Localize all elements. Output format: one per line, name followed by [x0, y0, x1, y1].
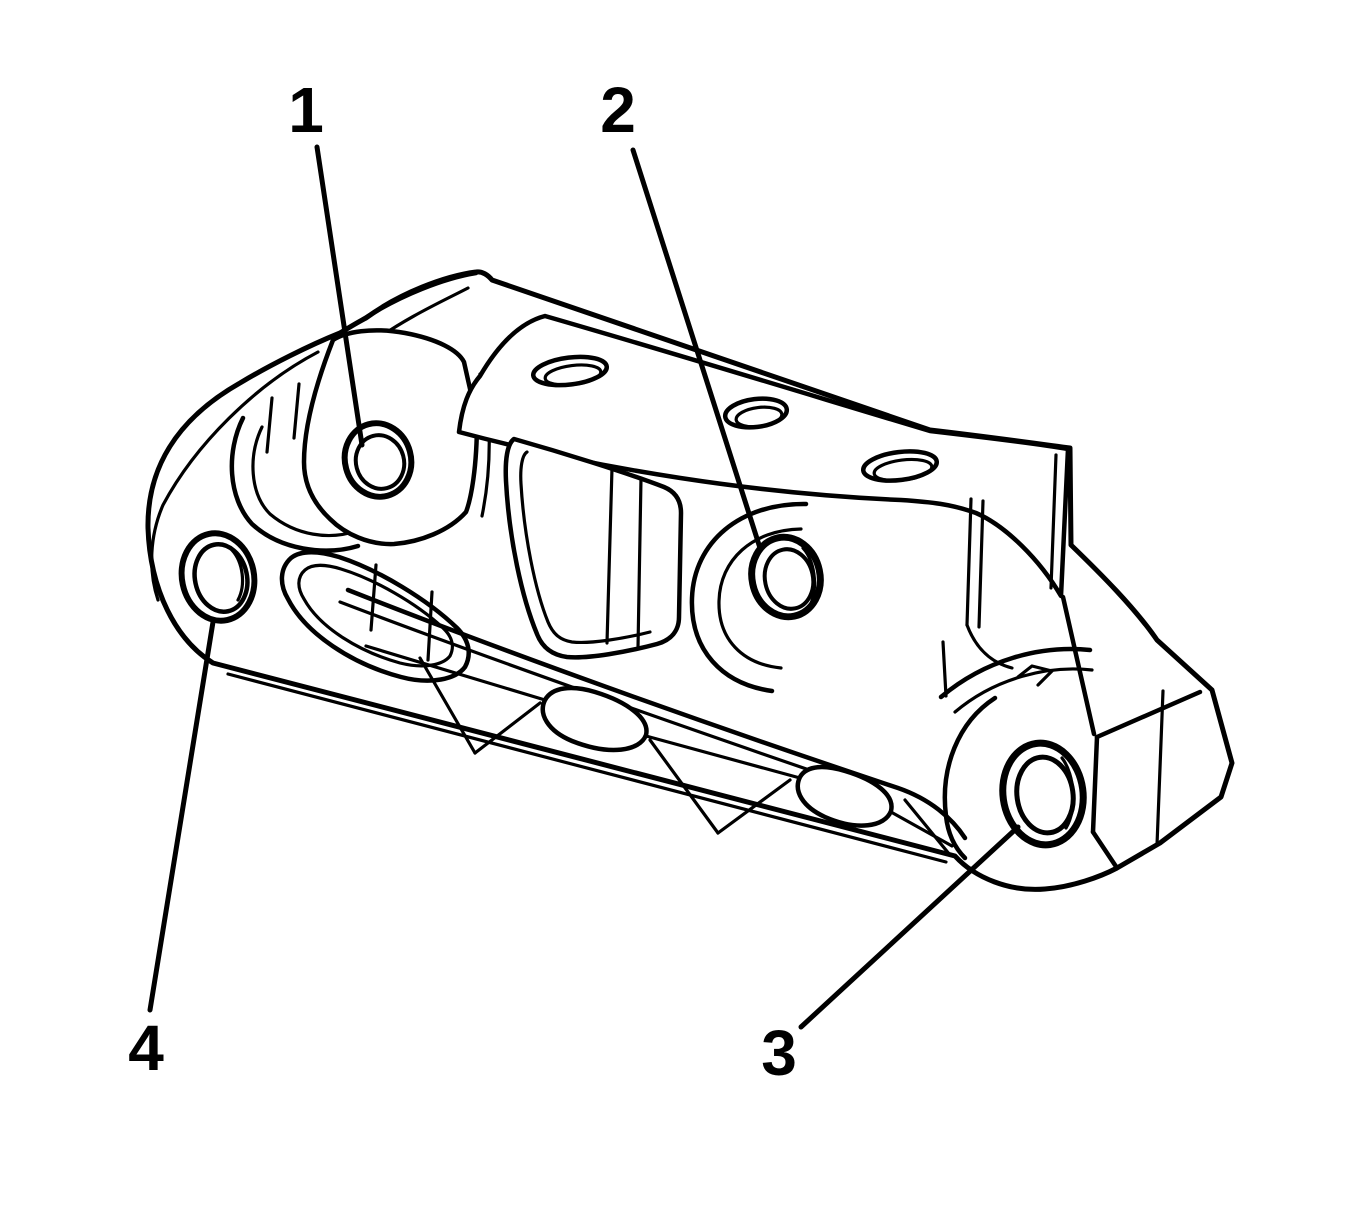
callout-label-3: 3	[761, 1017, 797, 1089]
slot-divider-a	[369, 563, 378, 632]
hex-face-top-edge	[1094, 689, 1203, 740]
center-window-outer	[503, 436, 684, 660]
saddle-tab-detail	[1016, 664, 1054, 687]
flange-edge-a	[965, 497, 973, 627]
truss-strut-a	[364, 644, 547, 702]
lower-slot-inner	[297, 563, 454, 668]
bottom-edge-inner	[226, 672, 948, 864]
truss-diag-c1	[903, 798, 952, 857]
saddle-arc-outer	[938, 646, 1093, 700]
callout-label-4: 4	[128, 1012, 164, 1084]
window-wall-b	[636, 476, 643, 650]
plate-to-hex-edge	[1060, 594, 1097, 737]
left-rib-b	[292, 382, 301, 440]
left-pocket-inner	[251, 425, 358, 538]
slot-divider-b	[426, 590, 434, 662]
left-rib-a	[265, 396, 274, 454]
center-window-inner	[519, 450, 652, 645]
truss-strut-b	[644, 734, 802, 780]
hex-face-divider	[1155, 689, 1165, 847]
callout-leader-3	[798, 824, 1021, 1030]
plate-hole-a-inner	[543, 363, 603, 387]
saddle-edge	[941, 640, 948, 698]
callout-leader-2	[630, 147, 763, 551]
callout-leader-1	[314, 144, 365, 448]
hole-1-inner	[353, 433, 407, 491]
hole-3-bore-arc	[1060, 756, 1075, 830]
hex-face-front-edge	[1090, 734, 1100, 835]
callout-leader-4	[147, 619, 216, 1013]
hex-face-bottom-edge	[1090, 829, 1120, 871]
truss-diag-a2	[473, 701, 542, 755]
truss-strut-c	[889, 810, 954, 848]
hole-4-bore-arc	[230, 548, 245, 602]
callout-label-1: 1	[288, 74, 324, 146]
flange-fold	[965, 623, 1014, 670]
plate-right-edge-inner	[1049, 453, 1058, 590]
window-wall-a	[605, 466, 614, 645]
recess-arc-inner	[717, 527, 803, 670]
plate-hole-c-inner	[872, 457, 934, 483]
truss-diag-b1	[648, 738, 720, 835]
left-pocket-outer	[229, 415, 361, 553]
hole-2-bore-arc	[801, 546, 817, 613]
mount-plate	[456, 313, 1071, 599]
truss-diag-a1	[418, 656, 477, 755]
hole-4-inner	[192, 542, 250, 614]
recess-arc-outer	[689, 501, 809, 694]
truss-diag-b2	[716, 778, 792, 835]
deck-edge-upper	[345, 587, 968, 841]
left-face-fold	[150, 350, 320, 602]
saddle-arc-inner	[953, 667, 1094, 714]
callout-label-2: 2	[600, 74, 636, 146]
arm-top-fold-outer	[359, 270, 479, 323]
housing-left-arc	[942, 695, 998, 861]
flange-edge-b	[977, 499, 985, 629]
plate-hole-b-inner	[734, 405, 784, 429]
